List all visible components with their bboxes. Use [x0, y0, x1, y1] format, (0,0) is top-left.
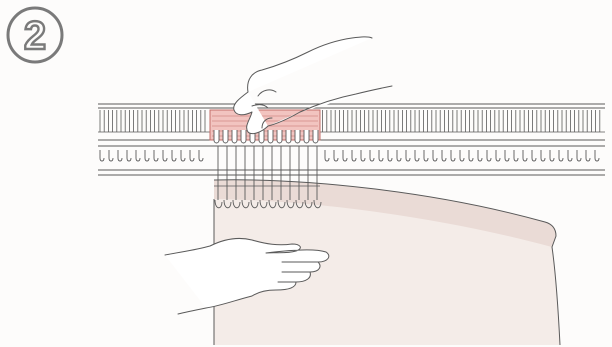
step-badge: 2	[8, 8, 62, 62]
needle-hook	[514, 150, 518, 161]
tool-prong	[304, 130, 309, 143]
needle-hook	[523, 150, 527, 161]
needle-hook	[586, 150, 590, 161]
needle-hook	[496, 150, 500, 161]
needle-hook	[505, 150, 509, 161]
needle-hook	[406, 150, 410, 161]
needle-hook	[451, 150, 455, 161]
tool-prong	[313, 130, 318, 143]
tool-prong	[232, 130, 237, 143]
needle-bed-icon	[98, 104, 605, 175]
needle-hook	[559, 150, 563, 161]
needle-hook	[190, 150, 194, 161]
needle-hook	[460, 150, 464, 161]
needle-hook	[154, 150, 158, 161]
tool-prong	[286, 130, 291, 143]
needle-hook	[100, 150, 104, 161]
needle-hook	[109, 150, 113, 161]
needle-hook	[352, 150, 356, 161]
needle-hook	[199, 150, 203, 161]
tool-prong	[268, 130, 273, 143]
needle-hook	[595, 150, 599, 161]
tool-prong	[295, 130, 300, 143]
needle-hook	[550, 150, 554, 161]
needle-hook	[442, 150, 446, 161]
needle-hook	[136, 150, 140, 161]
needle-hook	[478, 150, 482, 161]
step-number: 2	[24, 14, 46, 58]
needle-hook	[325, 150, 329, 161]
needle-hook	[532, 150, 536, 161]
needle-hook	[568, 150, 572, 161]
tool-prong	[223, 130, 228, 143]
tool-prong	[241, 130, 246, 143]
needle-hook	[118, 150, 122, 161]
needle-hook	[541, 150, 545, 161]
needle-hook	[577, 150, 581, 161]
needle-hook	[397, 150, 401, 161]
needle-hook	[343, 150, 347, 161]
needle-hook	[145, 150, 149, 161]
needle-hook	[163, 150, 167, 161]
needle-hook	[388, 150, 392, 161]
needle-hook	[181, 150, 185, 161]
needle-hook	[379, 150, 383, 161]
needle-hook	[487, 150, 491, 161]
needle-hook	[469, 150, 473, 161]
needle-hook	[334, 150, 338, 161]
needle-hook	[361, 150, 365, 161]
tool-prong	[214, 130, 219, 143]
needle-hook	[127, 150, 131, 161]
needle-hook	[424, 150, 428, 161]
needle-hook	[370, 150, 374, 161]
tool-prong	[277, 130, 282, 143]
needle-hook	[433, 150, 437, 161]
needle-hook	[415, 150, 419, 161]
needle-hook	[172, 150, 176, 161]
